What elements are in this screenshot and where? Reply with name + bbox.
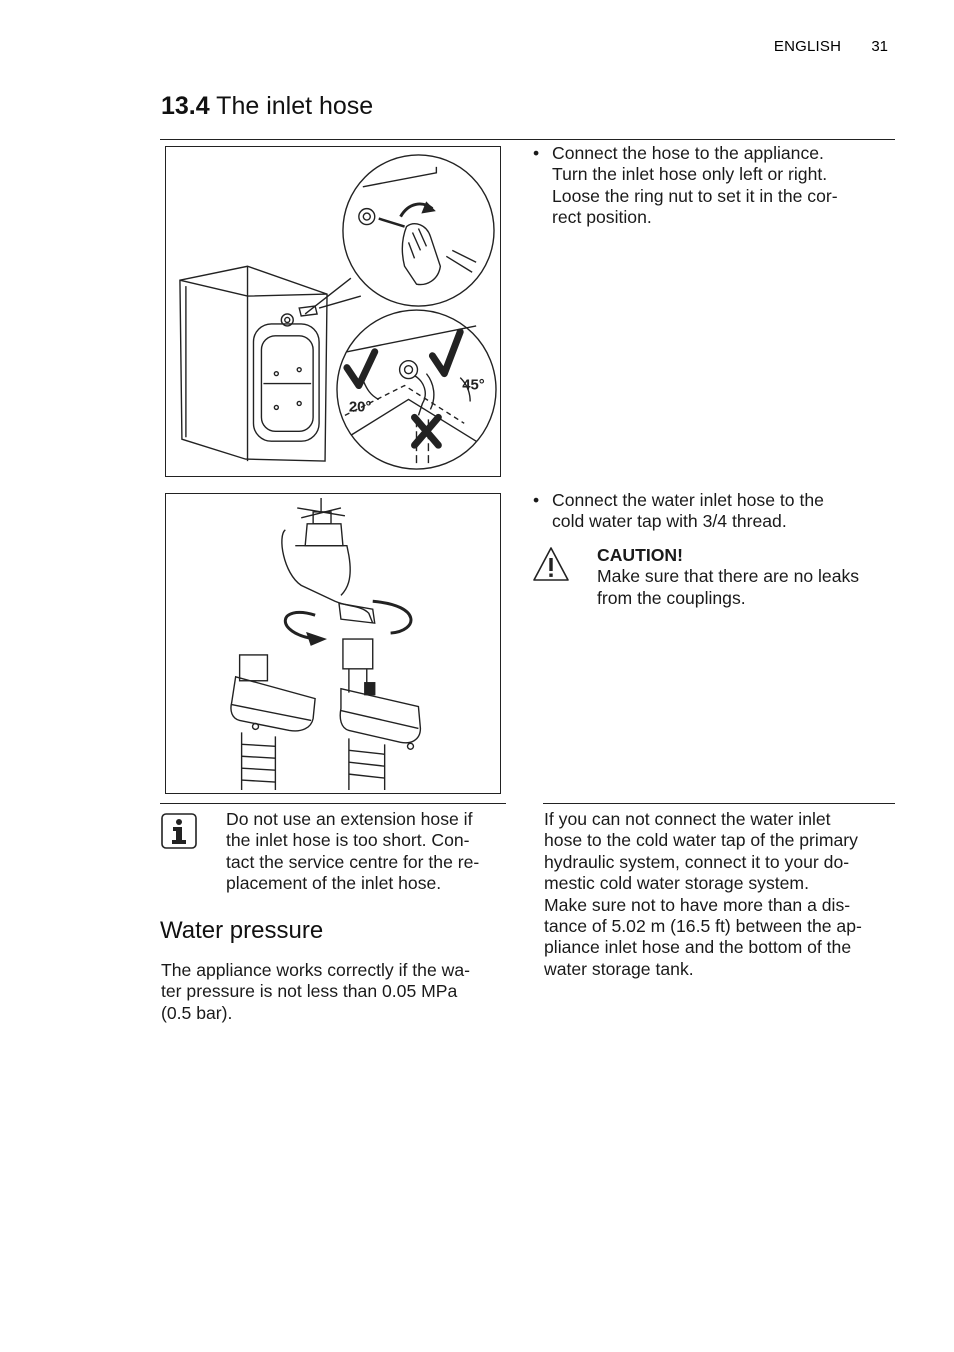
storage-note-line: water storage tank. — [544, 958, 694, 979]
page-header: ENGLISH 31 — [774, 38, 888, 55]
water-pressure-line: (0.5 bar). — [161, 1002, 233, 1023]
right-note-divider — [543, 803, 895, 804]
storage-note-line: pliance inlet hose and the bottom of the — [544, 937, 852, 958]
step-1-line: Connect the hose to the appliance. — [552, 143, 824, 163]
angle-label-right: 45° — [462, 378, 485, 394]
info-note-line: Do not use an extension hose if — [226, 809, 473, 829]
step-2-line: cold water tap with 3/4 thread. — [552, 511, 787, 532]
bullet-step-1: • — [533, 143, 540, 163]
tap-illustration — [230, 497, 422, 791]
angle-label-left: 20° — [349, 399, 372, 415]
section-title-text: The inlet hose — [216, 92, 374, 120]
caution-title: CAUTION! — [597, 545, 684, 565]
step-1-line: Loose the ring nut to set it in the cor- — [552, 185, 838, 206]
header-language: ENGLISH — [773, 38, 842, 55]
section-divider — [160, 139, 895, 140]
storage-note-line: mestic cold water storage system. — [544, 873, 809, 894]
water-pressure-line: ter pressure is not less than 0.05 MPa — [161, 981, 458, 1002]
info-note-line: the inlet hose is too short. Con- — [226, 830, 470, 851]
step-1-line: rect position. — [552, 207, 652, 228]
caution-line: Make sure that there are no leaks — [597, 566, 860, 587]
step-1-line: Turn the inlet hose only left or right. — [552, 164, 828, 185]
step-2-text: Connect the water inlet hose to the cold… — [552, 490, 824, 533]
storage-note-line: If you can not connect the water inlet — [544, 809, 831, 829]
info-note-divider — [160, 803, 506, 804]
step-1-text: Connect the hose to the appliance. Turn … — [552, 143, 838, 229]
section-title: 13.4 The inlet hose — [161, 92, 373, 121]
storage-note-line: hydraulic system, connect it to your do- — [544, 851, 850, 872]
info-icon — [161, 813, 197, 849]
storage-note-line: tance of 5.02 m (16.5 ft) between the ap… — [544, 916, 862, 937]
water-pressure-heading: Water pressure — [160, 917, 324, 944]
info-note-text: Do not use an extension hose if the inle… — [226, 809, 479, 895]
figure-tap-connection — [165, 493, 501, 794]
step-2-line: Connect the water inlet hose to the — [552, 490, 824, 510]
water-pressure-line: The appliance works correctly if the wa- — [161, 960, 470, 980]
page-number: 31 — [871, 38, 888, 55]
caution-line: from the couplings. — [597, 587, 746, 608]
figure-hose-connection: 20° 45° — [165, 146, 501, 477]
info-note-line: placement of the inlet hose. — [226, 873, 442, 894]
storage-note-line: hose to the cold water tap of the primar… — [544, 830, 858, 851]
caution-block: CAUTION! Make sure that there are no lea… — [597, 545, 859, 609]
warning-triangle-icon — [533, 547, 569, 581]
storage-note-line: Make sure not to have more than a dis- — [544, 894, 851, 915]
section-number: 13.4 — [161, 92, 210, 120]
washing-machine-illustration: 20° 45° — [179, 154, 497, 470]
water-pressure-text: The appliance works correctly if the wa-… — [161, 960, 470, 1024]
info-note-line: tact the service centre for the re- — [226, 851, 480, 872]
bullet-step-2: • — [533, 490, 540, 510]
storage-tank-note: If you can not connect the water inlet h… — [544, 809, 862, 980]
